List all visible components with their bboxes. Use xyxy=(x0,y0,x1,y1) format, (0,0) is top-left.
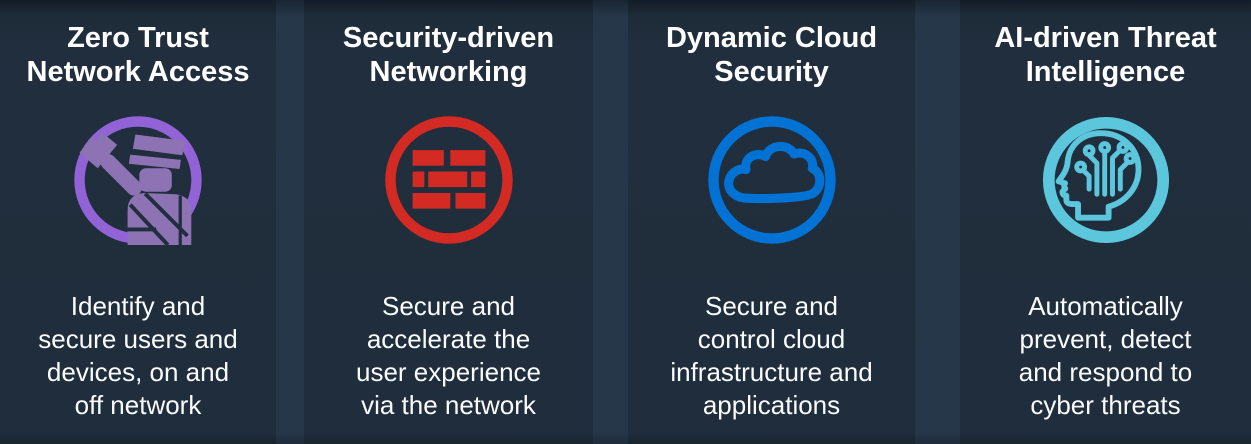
desc-line: and respond to xyxy=(1018,357,1193,387)
desc-line: Secure and xyxy=(705,291,838,321)
title-line: Intelligence xyxy=(1025,56,1186,88)
desc-line: prevent, detect xyxy=(1019,324,1192,354)
card-title: AI-driven Threat Intelligence xyxy=(990,21,1220,89)
title-line: Security xyxy=(714,56,829,88)
passport-control-guard-icon xyxy=(73,115,203,245)
card-description: Automatically prevent, detect and respon… xyxy=(1017,290,1194,422)
desc-line: Secure and xyxy=(382,291,515,321)
desc-line: devices, on and xyxy=(46,357,230,387)
desc-line: control cloud xyxy=(697,324,846,354)
desc-line: accelerate the xyxy=(366,324,531,354)
card-title: Security-driven Networking xyxy=(339,21,558,89)
firewall-brick-wall-icon xyxy=(384,115,514,245)
ai-head-circuit-icon xyxy=(1041,115,1171,245)
desc-line: via the network xyxy=(361,390,536,420)
card-description: Identify and secure users and devices, o… xyxy=(36,290,239,422)
card-ai-driven-threat-intelligence: AI-driven Threat Intelligence xyxy=(960,0,1251,444)
card-dynamic-cloud-security: Dynamic Cloud Security Secure and contro… xyxy=(628,0,915,444)
card-security-driven-networking: Security-driven Networking Secure and ac… xyxy=(304,0,593,444)
desc-line: user experience xyxy=(356,357,541,387)
card-title: Zero Trust Network Access xyxy=(23,21,254,89)
card-description: Secure and control cloud infrastructure … xyxy=(668,290,874,422)
title-line: Dynamic Cloud xyxy=(665,22,878,54)
card-title: Dynamic Cloud Security xyxy=(662,21,881,89)
title-line: Zero Trust xyxy=(67,22,209,54)
desc-line: Identify and xyxy=(70,291,206,321)
title-line: Security-driven xyxy=(342,22,555,54)
cloud-icon xyxy=(707,115,837,245)
desc-line: Automatically xyxy=(1028,291,1183,321)
card-zero-trust-network-access: Zero Trust Network Access I xyxy=(0,0,276,444)
card-description: Secure and accelerate the user experienc… xyxy=(354,290,543,422)
title-line: Networking xyxy=(369,56,528,88)
desc-line: infrastructure and xyxy=(670,357,873,387)
desc-line: applications xyxy=(702,390,841,420)
title-line: AI-driven Threat xyxy=(994,22,1217,54)
title-line: Network Access xyxy=(26,56,250,88)
desc-line: off network xyxy=(74,390,202,420)
desc-line: secure users and xyxy=(38,324,238,354)
desc-line: cyber threats xyxy=(1030,390,1181,420)
